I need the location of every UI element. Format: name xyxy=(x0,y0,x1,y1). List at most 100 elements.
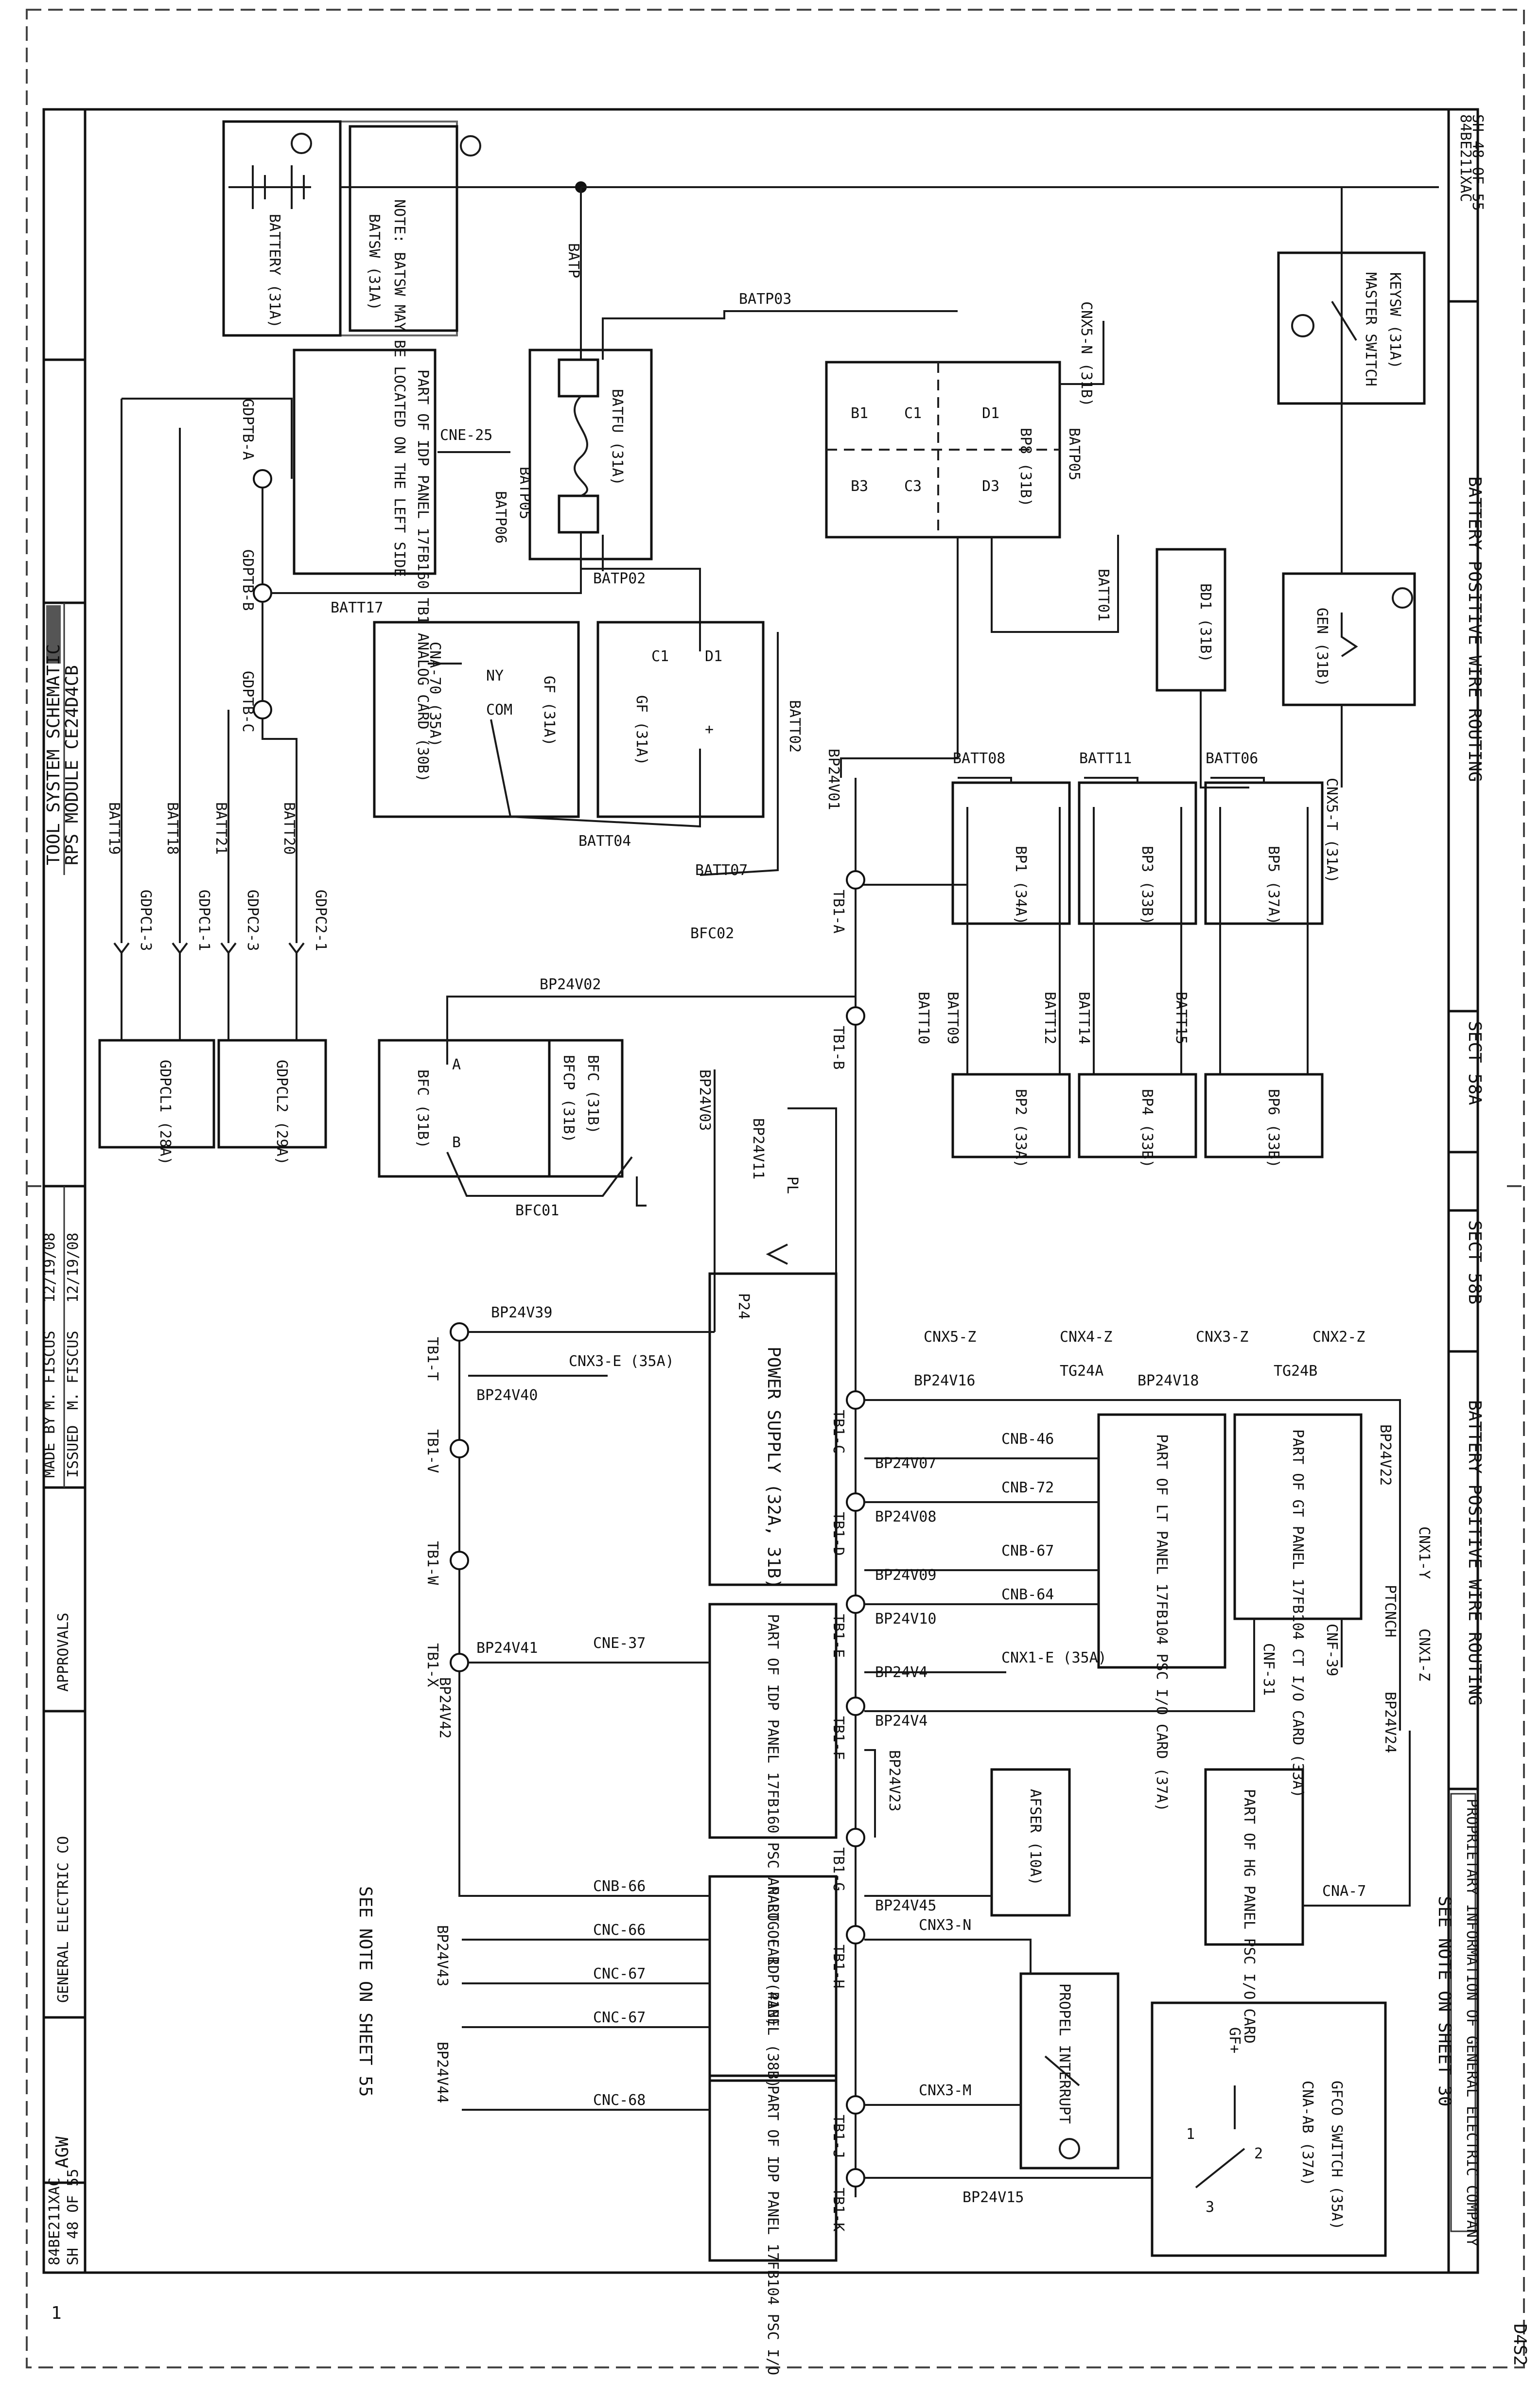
cnb64-label: CNB-64 xyxy=(1001,1586,1054,1603)
propel-switch-icon xyxy=(1044,2055,1080,2086)
power-supply-label: POWER SUPPLY (32A, 31B) xyxy=(764,1347,784,1589)
batp06-label: BATP06 xyxy=(492,491,509,543)
gt-panel-box xyxy=(1233,1413,1363,1620)
tb1-c-label: TB1-C xyxy=(830,1410,847,1454)
cne25-label: CNE-25 xyxy=(440,427,492,444)
terminal-tb1-k xyxy=(846,2168,865,2188)
batfu-label: BATFU (31A) xyxy=(609,389,626,486)
gdpc1-1-connector-icon xyxy=(172,942,188,955)
cnx4z-label: CNX4-Z xyxy=(1060,1329,1112,1346)
tb1-f-label: TB1-F xyxy=(830,1716,847,1760)
cnx3e-label: CNX3-E (35A) xyxy=(569,1353,674,1370)
sheet-number-right: SH 48 OF 55 xyxy=(1469,114,1486,211)
terminal-tb1-w xyxy=(450,1551,469,1570)
tb1-d-label: TB1-D xyxy=(830,1512,847,1556)
ptcnch-label: PTCNCH xyxy=(1382,1585,1399,1637)
batsw-symbol-icon xyxy=(460,135,481,157)
afser-box xyxy=(990,1768,1071,1917)
battery-ground-icon xyxy=(291,133,312,154)
keysw-label: KEYSW (31A) xyxy=(1386,272,1403,369)
bp24v43-label: BP24V43 xyxy=(434,1925,451,1986)
master-switch-icon xyxy=(1331,300,1357,341)
pl-label: PL xyxy=(784,1176,801,1194)
section-title-b: BATTERY POSITIVE WIRE ROUTING xyxy=(1465,1400,1485,1706)
gfco-box xyxy=(1151,2001,1387,2257)
gt-panel-label: PART OF GT PANEL 17FB104 CT I/O CARD (33… xyxy=(1289,1429,1306,1798)
gfco-switch-icon xyxy=(1195,2148,1245,2189)
terminal-tb1-a xyxy=(846,870,865,890)
gf-box xyxy=(596,621,765,818)
bp4-label: BP4 (33B) xyxy=(1138,1089,1155,1168)
proprietary-note-box xyxy=(1450,1793,1476,2232)
batt17-label: BATT17 xyxy=(331,599,383,616)
pin-one: 1 xyxy=(1186,2126,1195,2143)
batt12-label: BATT12 xyxy=(1041,992,1058,1044)
bp1-box xyxy=(951,781,1071,925)
tb1-j-label: TB1-J xyxy=(830,2115,847,2158)
bp24v10-label: BP24V10 xyxy=(875,1611,936,1628)
gdpc2-3-label: GDPC2-3 xyxy=(244,890,261,951)
keysw-box xyxy=(1277,251,1426,405)
cnx5t-label: CNX5-T (31A) xyxy=(1323,778,1340,883)
gdptb-b-label: GDPTB-B xyxy=(239,549,256,611)
tb1-w-label: TB1-W xyxy=(424,1541,441,1585)
gdpcl1-label: GDPCL1 (28A) xyxy=(157,1060,174,1165)
battery-label: BATTERY (31A) xyxy=(266,214,283,328)
issued-date: 12/19/08 xyxy=(65,1233,82,1303)
hg-panel-box xyxy=(1204,1768,1304,1946)
model-title: RPS MODULE CE24D4CB xyxy=(62,665,82,865)
pin-plus: + xyxy=(705,721,714,738)
bp6-box xyxy=(1204,1073,1324,1158)
pin-com: COM xyxy=(486,701,512,718)
terminal-tb1-e xyxy=(846,1594,865,1614)
batfu-terminal-top xyxy=(558,358,599,398)
pin-c1b: C1 xyxy=(651,648,669,665)
bp24v18-label: BP24V18 xyxy=(1138,1372,1199,1389)
batfu-terminal-bottom xyxy=(558,494,599,534)
cna-ab-label: CNA-AB (37A) xyxy=(1299,2081,1316,2186)
batsw-box xyxy=(349,125,458,332)
cnx2z-label: CNX2-Z xyxy=(1312,1329,1365,1346)
gen-switch-icon xyxy=(1341,613,1358,657)
drawing-border xyxy=(42,108,1479,2274)
batt06-label: BATT06 xyxy=(1206,750,1258,767)
hg-panel-label: PART OF HG PANEL PSC I/O CARD xyxy=(1241,1789,1258,2044)
bp2-box xyxy=(951,1073,1071,1158)
fuse-icon xyxy=(574,395,588,497)
pin-b1: B1 xyxy=(851,405,868,422)
bp24v22-label: BP24V22 xyxy=(1377,1424,1394,1486)
cnx3z-label: CNX3-Z xyxy=(1196,1329,1248,1346)
proprietary-note: PROPRIETARY INFORMATION OF GENERAL ELECT… xyxy=(1463,1799,1480,2246)
cnb72-label: CNB-72 xyxy=(1001,1479,1054,1496)
tb1-v-label: TB1-V xyxy=(424,1429,441,1473)
batt18-label: BATT18 xyxy=(164,802,181,855)
batt14-label: BATT14 xyxy=(1075,992,1092,1044)
terminal-tb1-c xyxy=(846,1390,865,1410)
terminal-gdptb-a xyxy=(253,469,272,489)
pl-connector-icon xyxy=(766,1244,788,1265)
system-title: TOOL SYSTEM SCHEMATIC xyxy=(44,644,64,865)
gdpc2-1-label: GDPC2-1 xyxy=(312,890,329,951)
cna70-label: CNA-70 (35A) xyxy=(426,642,443,747)
gf-label: GF (31A) xyxy=(541,676,558,746)
batt04-label: BATT04 xyxy=(578,833,631,850)
cnf31-label: CNF-31 xyxy=(1260,1643,1277,1696)
tb1-a-label: TB1-A xyxy=(830,890,847,933)
master-switch-label: MASTER SWITCH xyxy=(1362,272,1379,386)
bp24v40-label: BP24V40 xyxy=(476,1387,538,1404)
bp24v03-label: BP24V03 xyxy=(696,1069,713,1131)
bfc02-label: BFC02 xyxy=(690,925,734,942)
gf-cna70-box xyxy=(373,621,580,818)
bp2-label: BP2 (33A) xyxy=(1012,1089,1029,1168)
bfc01-label: BFC01 xyxy=(515,1202,559,1219)
gdpc2-3-connector-icon xyxy=(220,942,237,955)
bd1-label: BD1 (31B) xyxy=(1197,583,1214,663)
terminal-tb1-h xyxy=(846,1925,865,1944)
batt05-label: BATP05 xyxy=(1066,428,1083,480)
bp24v6-label: BP24V4 xyxy=(875,1664,928,1681)
bp24v23-label: BP24V23 xyxy=(886,1750,903,1811)
cnx5n-label: CNX5-N (31B) xyxy=(1078,301,1095,407)
bd1-box xyxy=(1155,548,1226,692)
bp24v02-label: BP24V02 xyxy=(540,976,601,993)
